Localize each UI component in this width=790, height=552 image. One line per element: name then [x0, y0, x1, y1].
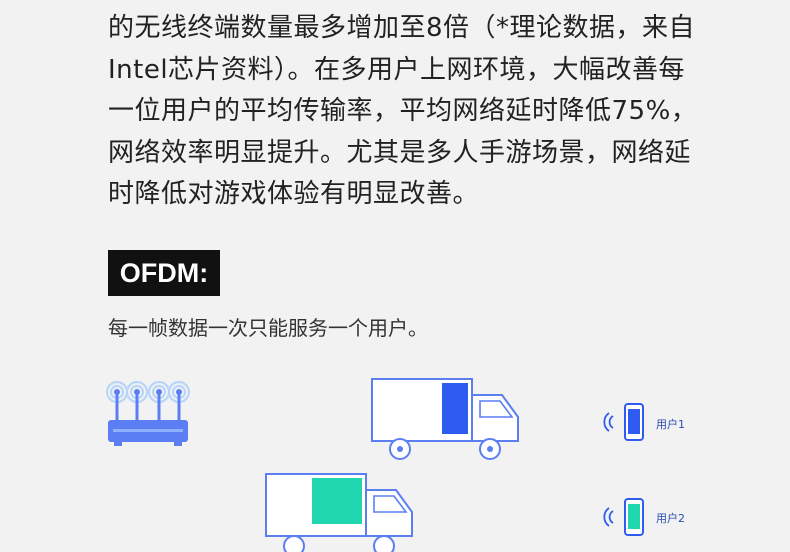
cargo-user1	[442, 383, 468, 434]
ofdm-description: 每一帧数据一次只能服务一个用户。	[108, 316, 428, 340]
paragraph-line: 网络效率明显提升。尤其是多人手游场景，网络延	[108, 137, 692, 168]
truck-icon	[371, 378, 519, 460]
cargo-user2	[312, 478, 362, 524]
smartphone-icon	[603, 498, 644, 536]
intro-paragraph: 的无线终端数量最多增加至8倍（*理论数据，来自 Intel芯片资料）。在多用户上…	[108, 8, 708, 216]
paragraph-line: 时降低对游戏体验有明显改善。	[108, 179, 480, 209]
wifi-router-icon	[105, 380, 191, 446]
smartphone-icon	[603, 403, 644, 441]
user-label: 用户2	[656, 512, 685, 525]
paragraph-line: 一位用户的平均传输率，平均网络延时降低75%，	[108, 96, 698, 126]
user-label: 用户1	[656, 418, 685, 431]
ofdm-badge: OFDM:	[108, 250, 220, 296]
paragraph-line: 的无线终端数量最多增加至8倍（*理论数据，来自	[108, 13, 696, 43]
truck-icon	[265, 473, 413, 552]
paragraph-line: Intel芯片资料）。在多用户上网环境，大幅改善每	[108, 54, 686, 85]
